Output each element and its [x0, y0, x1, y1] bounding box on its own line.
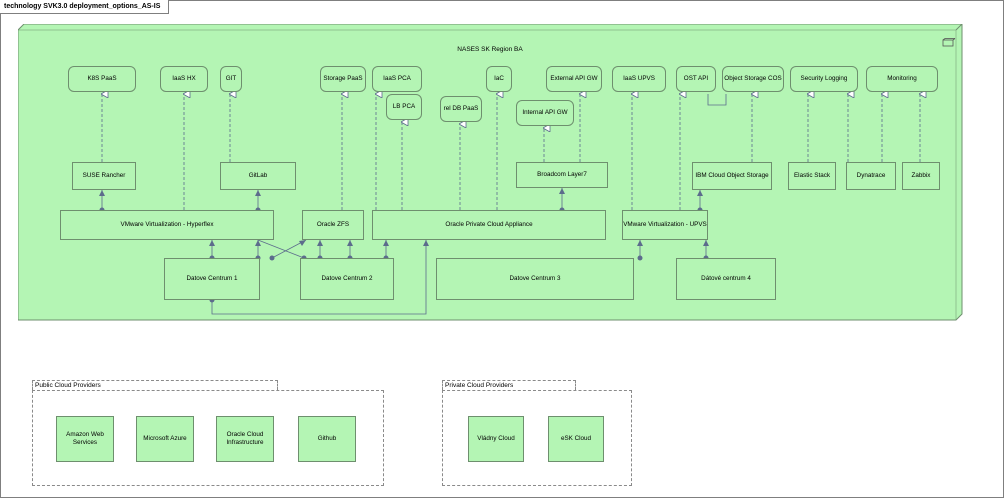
- interface-lb-pca[interactable]: LB PCA: [386, 94, 422, 120]
- public-cloud-package-tab: Public Cloud Providers: [32, 380, 278, 390]
- interface-iac[interactable]: IaC: [486, 66, 512, 92]
- region-label: NASES SK Region BA: [457, 46, 523, 53]
- platform-oracle-zfs[interactable]: Oracle ZFS: [302, 210, 364, 240]
- interface-k8s-paas[interactable]: K8S PaaS: [68, 66, 136, 92]
- cloud-node-azure[interactable]: Microsoft Azure: [136, 416, 194, 462]
- component-ibm-cos[interactable]: IBM Cloud Object Storage: [692, 162, 772, 190]
- public-cloud-package[interactable]: [32, 390, 384, 486]
- interface-internal-api-gw[interactable]: Internal API GW: [516, 100, 574, 126]
- component-elastic-stack[interactable]: Elastic Stack: [788, 162, 836, 190]
- component-broadcom-layer7[interactable]: Broadcom Layer7: [516, 162, 608, 188]
- datacenter-3[interactable]: Datove Centrum 3: [436, 258, 634, 300]
- interface-monitoring[interactable]: Monitoring: [866, 66, 938, 92]
- interface-git[interactable]: GIT: [220, 66, 242, 92]
- component-suse-rancher[interactable]: SUSE Rancher: [72, 162, 136, 190]
- cloud-node-aws[interactable]: Amazon Web Services: [56, 416, 114, 462]
- cloud-node-oci[interactable]: Oracle Cloud Infrastructure: [216, 416, 274, 462]
- interface-ost-api[interactable]: OST API: [676, 66, 716, 92]
- component-gitlab[interactable]: GitLab: [220, 162, 296, 190]
- interface-rel-db-paas[interactable]: rel DB PaaS: [440, 96, 482, 122]
- interface-iaas-hx[interactable]: IaaS HX: [160, 66, 208, 92]
- interface-external-api-gw[interactable]: External API GW: [546, 66, 602, 92]
- platform-vmware-upvs[interactable]: VMware Virtualization - UPVS: [622, 210, 708, 240]
- interface-iaas-upvs[interactable]: IaaS UPVS: [612, 66, 666, 92]
- datacenter-4[interactable]: Dátové centrum 4: [676, 258, 776, 300]
- diagram-title: technology SVK3.0 deployment_options_AS-…: [0, 0, 170, 14]
- interface-object-storage-cos[interactable]: Object Storage COS: [722, 66, 784, 92]
- cloud-node-github[interactable]: Github: [298, 416, 356, 462]
- private-cloud-package[interactable]: [442, 390, 632, 486]
- datacenter-2[interactable]: Datove Centrum 2: [300, 258, 394, 300]
- interface-storage-paas[interactable]: Storage PaaS: [320, 66, 366, 92]
- platform-oracle-pca[interactable]: Oracle Private Cloud Appliance: [372, 210, 606, 240]
- interface-iaas-pca[interactable]: IaaS PCA: [372, 66, 422, 92]
- private-cloud-package-tab: Private Cloud Providers: [442, 380, 576, 390]
- interface-security-logging[interactable]: Security Logging: [790, 66, 858, 92]
- datacenter-1[interactable]: Datove Centrum 1: [164, 258, 260, 300]
- component-dynatrace[interactable]: Dynatrace: [846, 162, 896, 190]
- component-zabbix[interactable]: Zabbix: [902, 162, 940, 190]
- platform-vmware-hyperflex[interactable]: VMware Virtualization - Hyperflex: [60, 210, 274, 240]
- node-icon: [942, 38, 956, 47]
- cloud-node-vladny[interactable]: Vládny Cloud: [468, 416, 524, 462]
- cloud-node-esk[interactable]: eSK Cloud: [548, 416, 604, 462]
